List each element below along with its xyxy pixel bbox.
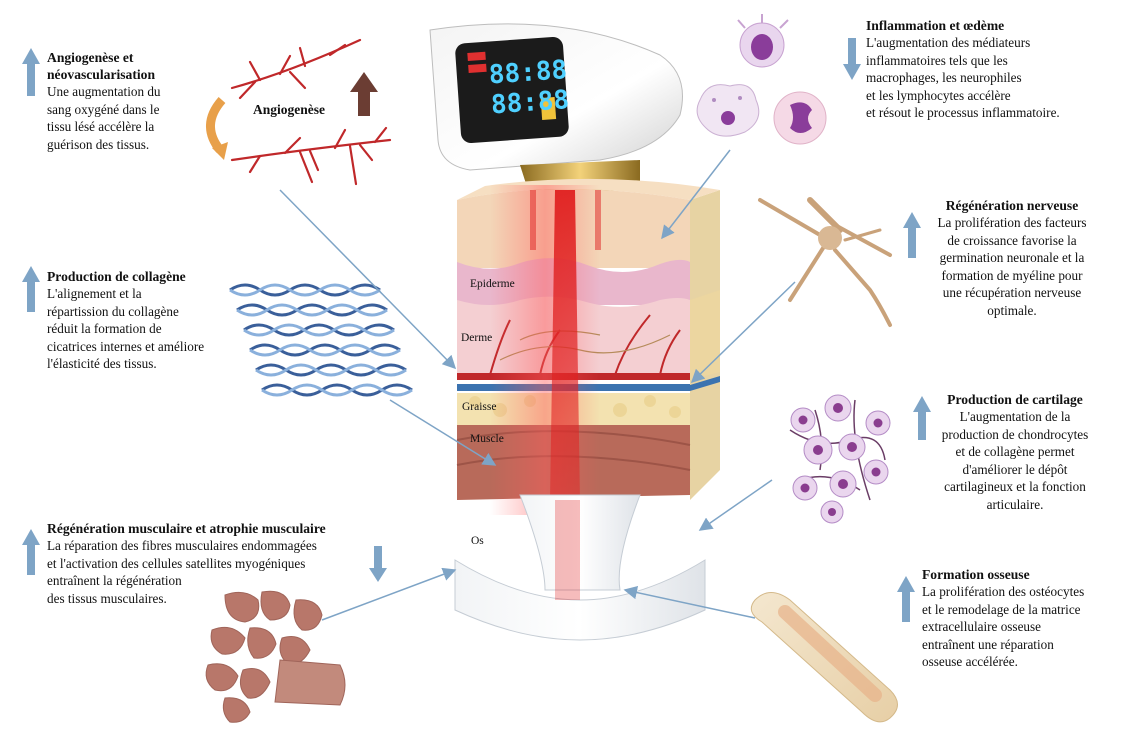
bone-shaft xyxy=(750,592,898,723)
block-title: Formation osseuse xyxy=(922,567,1030,582)
block-text: La prolifération des ostéocytes et le re… xyxy=(922,584,1085,670)
block-title: Régénération nerveuse xyxy=(945,198,1079,213)
block-title: Production de collagène xyxy=(47,269,186,284)
layer-label-dermis: Derme xyxy=(461,332,493,344)
indicator-arrows xyxy=(22,38,931,622)
layer-label-epidermis: Epiderme xyxy=(470,278,515,290)
block-muscle: Régénération musculaire et atrophie musc… xyxy=(47,520,387,607)
device-display-bottom: 88:88 xyxy=(490,85,570,120)
block-text: L'alignement et la répartission du colla… xyxy=(47,286,205,372)
neuron xyxy=(758,197,892,327)
block-text: La réparation des fibres musculaires end… xyxy=(47,538,317,606)
collagen-fibrils xyxy=(229,283,413,397)
block-angiogenesis: Angiogenèse et néovascularisation Une au… xyxy=(47,49,217,153)
block-title: Angiogenèse et néovascularisation xyxy=(47,50,155,82)
layer-label-fat: Graisse xyxy=(462,401,497,413)
block-bone: Formation osseuse La prolifération des o… xyxy=(922,566,1122,671)
device-display-top: 88:88 xyxy=(488,55,568,90)
connector-arrows xyxy=(279,149,796,621)
angiogenesis-label: Angiogenèse xyxy=(253,102,325,117)
block-nerve: Régénération nerveuse La prolifération d… xyxy=(922,197,1102,320)
angio-up-arrow xyxy=(350,72,378,116)
block-title: Inflammation et œdème xyxy=(866,18,1005,33)
muscle-fibers xyxy=(205,590,346,723)
layer-label-muscle: Muscle xyxy=(470,433,504,445)
angio-curved-arrow xyxy=(206,97,226,153)
block-title: Production de cartilage xyxy=(947,392,1083,407)
laser-beam xyxy=(490,185,601,515)
block-cartilage: Production de cartilage L'augmentation d… xyxy=(930,391,1100,514)
angiogenesis-vessels xyxy=(230,38,392,186)
block-text: La prolifération des facteurs de croissa… xyxy=(937,215,1087,318)
chondrocytes xyxy=(789,394,891,524)
block-title: Régénération musculaire et atrophie musc… xyxy=(47,521,326,536)
block-collagen: Production de collagène L'alignement et … xyxy=(47,268,257,373)
immune-cells xyxy=(696,14,827,145)
bone-joint xyxy=(454,494,706,641)
block-text: L'augmentation de la production de chond… xyxy=(941,409,1089,512)
block-inflammation: Inflammation et œdème L'augmentation des… xyxy=(866,17,1116,122)
layer-label-bone: Os xyxy=(471,535,484,547)
block-text: Une augmentation du sang oxygéné dans le… xyxy=(47,84,161,152)
block-text: L'augmentation des médiateurs inflammato… xyxy=(866,35,1060,121)
laser-device: 88:88 88:88 xyxy=(429,23,683,194)
